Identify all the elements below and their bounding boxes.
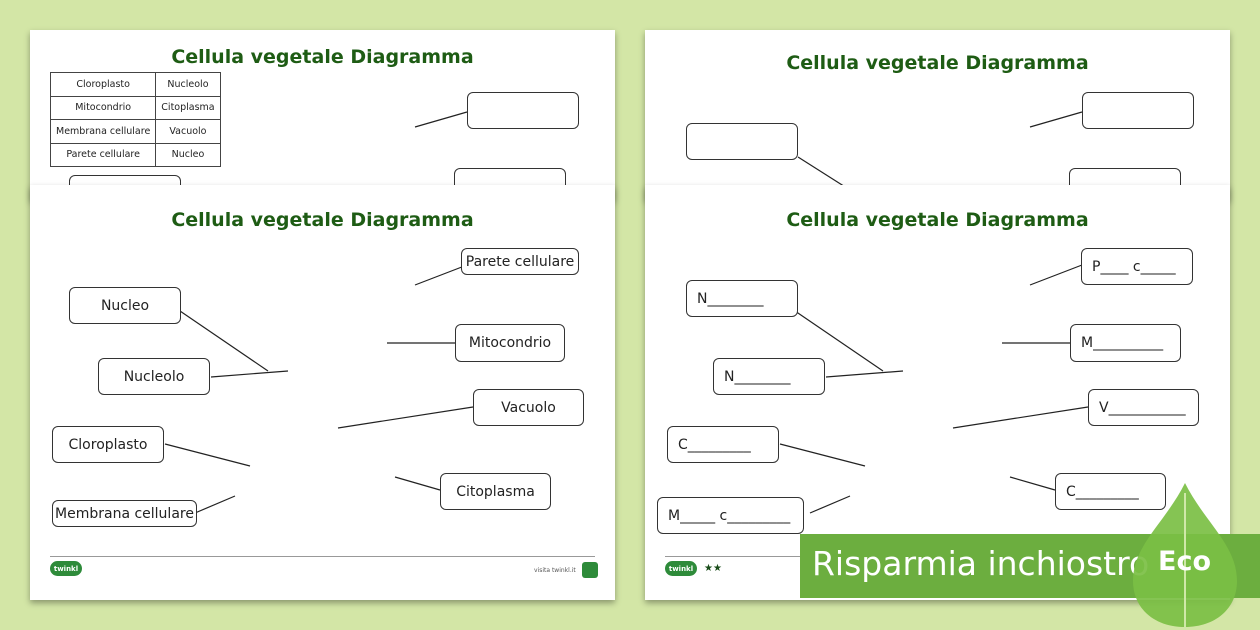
visit-text: visita twinkl.it xyxy=(534,567,576,574)
label-citoplasma: Citoplasma xyxy=(440,473,551,510)
leader-line xyxy=(414,264,468,286)
label-membrana-hint[interactable]: M_____ c_________ xyxy=(657,497,804,534)
leader-line xyxy=(394,476,441,491)
eco-banner-text: Risparmia inchiostro xyxy=(812,544,1150,583)
sheet-title: Cellula vegetale Diagramma xyxy=(786,52,1089,74)
word-bank-cell: Nucleo xyxy=(155,142,221,167)
leader-lines xyxy=(414,111,468,128)
label-cloroplasto: Cloroplasto xyxy=(52,426,164,463)
leader-line xyxy=(210,370,289,378)
label-parete-cellulare: Parete cellulare xyxy=(461,248,579,275)
label-mitocondrio: Mitocondrio xyxy=(455,324,565,362)
label-vacuolo-hint[interactable]: V___________ xyxy=(1088,389,1199,426)
worksheet-answers: Cellula vegetale Diagramma Paret xyxy=(30,185,615,600)
worksheet-back-right: Cellula vegetale Diagramma xyxy=(645,30,1230,200)
word-bank-cell: Citoplasma xyxy=(155,95,221,120)
leader-lines xyxy=(779,264,1089,514)
word-bank-cell: Vacuolo xyxy=(155,119,221,144)
label-box-empty[interactable] xyxy=(467,92,579,129)
badge-icon xyxy=(582,562,598,578)
word-bank-cell: Mitocondrio xyxy=(49,95,157,120)
label-cloroplasto-hint[interactable]: C_________ xyxy=(667,426,779,463)
label-membrana-cellulare: Membrana cellulare xyxy=(52,500,197,527)
leader-line xyxy=(194,495,236,514)
word-bank-cell: Nucleolo xyxy=(155,72,221,97)
label-nucleo-hint[interactable]: N________ xyxy=(686,280,798,317)
label-vacuolo: Vacuolo xyxy=(473,389,584,426)
sheet-title: Cellula vegetale Diagramma xyxy=(171,209,474,231)
leader-line xyxy=(164,443,251,467)
eco-badge-text: Eco xyxy=(1158,546,1211,577)
label-nucleolo: Nucleolo xyxy=(98,358,210,395)
label-nucleolo-hint[interactable]: N________ xyxy=(713,358,825,395)
leader-line xyxy=(179,310,269,372)
leader-line xyxy=(825,370,904,378)
leader-line xyxy=(1009,476,1056,491)
twinkl-logo: twinkl xyxy=(50,561,82,576)
label-parete-hint[interactable]: P____ c_____ xyxy=(1081,248,1193,285)
label-nucleo: Nucleo xyxy=(69,287,181,324)
worksheet-hints: Cellula vegetale Diagramma P____ xyxy=(645,185,1230,600)
label-box-empty[interactable] xyxy=(1082,92,1194,129)
label-box-empty[interactable] xyxy=(686,123,798,160)
footer-divider xyxy=(50,556,595,557)
sheet-title: Cellula vegetale Diagramma xyxy=(171,46,474,68)
rating-stars: ★★ xyxy=(704,563,722,574)
leader-line xyxy=(809,495,851,514)
leader-line xyxy=(1029,264,1083,286)
leader-line xyxy=(794,310,884,372)
leader-line xyxy=(1029,111,1083,128)
twinkl-logo: twinkl xyxy=(665,561,697,576)
leader-line xyxy=(414,111,468,128)
label-mitocondrio-hint[interactable]: M__________ xyxy=(1070,324,1181,362)
leader-lines xyxy=(797,111,1083,191)
leader-line xyxy=(779,443,866,467)
leaf-icon xyxy=(1133,483,1237,630)
sheet-title: Cellula vegetale Diagramma xyxy=(786,209,1089,231)
leader-line xyxy=(952,406,1089,429)
leader-line xyxy=(797,156,851,191)
leader-line xyxy=(337,406,474,429)
word-bank-cell: Cloroplasto xyxy=(49,72,157,97)
label-citoplasma-hint[interactable]: C_________ xyxy=(1055,473,1166,510)
leader-lines xyxy=(164,264,474,514)
